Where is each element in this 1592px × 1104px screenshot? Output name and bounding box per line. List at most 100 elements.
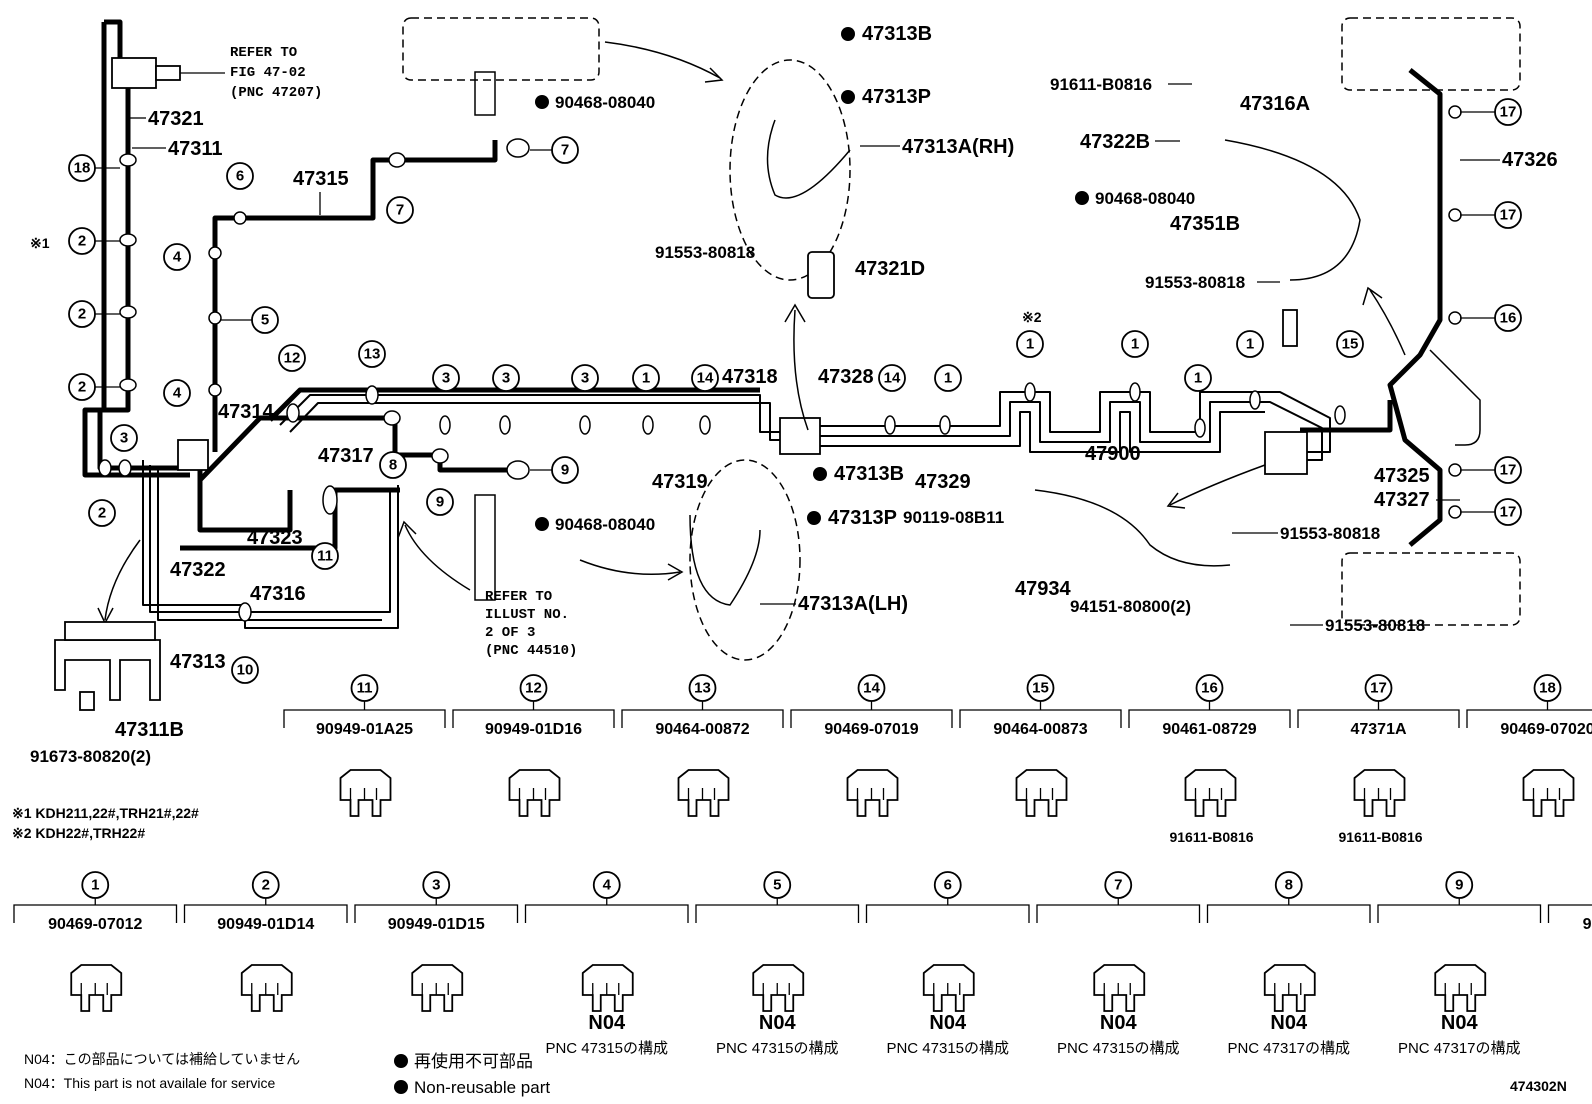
clip-number: 18 xyxy=(1539,680,1556,697)
clip-pnc: PNC 47315の構成 xyxy=(1057,1040,1180,1057)
svg-text:2: 2 xyxy=(78,379,86,396)
label-91611-top: 91611-B0816 xyxy=(1050,75,1152,94)
label-91553-b: 91553-80818 xyxy=(1280,524,1380,543)
clip-n04: N04 xyxy=(929,1012,967,1034)
svg-text:ILLUST NO.: ILLUST NO. xyxy=(485,607,569,623)
svg-text:7: 7 xyxy=(396,202,404,219)
front-hint-box xyxy=(403,18,599,80)
svg-text:6: 6 xyxy=(236,168,244,185)
front-bracket-top xyxy=(475,72,495,115)
svg-text:7: 7 xyxy=(561,142,569,159)
legend-dot-en-text: Non-reusable part xyxy=(414,1078,550,1097)
clip-part-number: 90949-01D16 xyxy=(485,721,582,738)
svg-text:3: 3 xyxy=(120,430,128,447)
label-47319: 47319 xyxy=(652,471,708,493)
svg-text:17: 17 xyxy=(1500,207,1517,224)
clip-part-number: 90480-01621 xyxy=(1583,916,1592,933)
label-47313: 47313 xyxy=(170,651,226,673)
svg-text:REFER TO: REFER TO xyxy=(230,45,297,61)
rear-hint-box-top xyxy=(1342,18,1520,90)
svg-text:17: 17 xyxy=(1500,104,1517,121)
master-cylinder-fitting xyxy=(112,58,225,88)
label-47313A-LH: 47313A(LH) xyxy=(798,593,908,615)
label-90468-bot: 90468-08040 xyxy=(555,515,655,534)
label-47311: 47311 xyxy=(168,138,223,160)
label-47313A-RH: 47313A(RH) xyxy=(902,136,1014,158)
label-47318: 47318 xyxy=(722,366,778,388)
model-notes: ※1 KDH211,22#,TRH21#,22# ※2 KDH22#,TRH22… xyxy=(12,805,199,841)
svg-text:17: 17 xyxy=(1500,462,1517,479)
label-47323: 47323 xyxy=(247,527,303,549)
label-91553-d: 91553-80818 xyxy=(1145,273,1245,292)
sensor-block xyxy=(1265,432,1307,474)
svg-text:REFER TO: REFER TO xyxy=(485,589,552,605)
svg-text:15: 15 xyxy=(1342,336,1359,353)
legend-dot-jp-text: 再使用不可部品 xyxy=(414,1051,533,1071)
label-47321D: 47321D xyxy=(855,258,925,280)
clip-n04: N04 xyxy=(1270,1012,1308,1034)
clip-part-number: 90464-00872 xyxy=(655,721,749,738)
svg-text:1: 1 xyxy=(944,370,952,387)
clip-number: 7 xyxy=(1114,877,1122,894)
clip-n04: N04 xyxy=(1441,1012,1479,1034)
label-47328: 47328 xyxy=(818,366,874,388)
clip-part-number: 90949-01D15 xyxy=(388,916,485,933)
clip-part-number: 90949-01D14 xyxy=(217,916,314,933)
hose-47313A-RH xyxy=(768,120,851,198)
clip-number: 5 xyxy=(773,877,781,894)
label-94151: 94151-80800(2) xyxy=(1070,597,1191,616)
svg-text:13: 13 xyxy=(364,346,381,363)
svg-text:12: 12 xyxy=(284,350,301,367)
nonreusable-dot xyxy=(813,467,827,481)
svg-text:18: 18 xyxy=(74,160,91,177)
svg-text:1: 1 xyxy=(642,370,650,387)
label-47327: 47327 xyxy=(1374,489,1430,511)
clip-number: 15 xyxy=(1032,680,1049,697)
sensor-connector xyxy=(1283,310,1297,346)
junction-block-47328 xyxy=(780,418,820,454)
clip-cell-10: 1090480-01621 xyxy=(1549,872,1592,1011)
svg-text:1: 1 xyxy=(1131,336,1139,353)
clip-table-bottom: 190469-07012290949-01D14390949-01D154N04… xyxy=(14,872,1592,1057)
svg-text:1: 1 xyxy=(1194,370,1202,387)
front-bracket-bottom xyxy=(475,495,495,600)
svg-text:16: 16 xyxy=(1500,310,1517,327)
clip-part-number: 90949-01A25 xyxy=(316,721,413,738)
clip-part-number: 90469-07020 xyxy=(1500,721,1592,738)
svg-text:FIG 47-02: FIG 47-02 xyxy=(230,65,306,81)
svg-text:※2 KDH22#,TRH22#: ※2 KDH22#,TRH22# xyxy=(12,825,145,841)
legend: N04：この部品については補給していません N04：This part is n… xyxy=(24,1051,1567,1097)
label-90468-top: 90468-08040 xyxy=(555,93,655,112)
svg-text:(PNC 44510): (PNC 44510) xyxy=(485,643,577,659)
rear-hint-box-bottom xyxy=(1342,553,1520,625)
svg-text:14: 14 xyxy=(697,370,714,387)
legend-dot-jp xyxy=(394,1054,408,1068)
label-47934: 47934 xyxy=(1015,578,1071,600)
label-91553-a: 91553-80818 xyxy=(655,243,755,262)
svg-text:2 OF 3: 2 OF 3 xyxy=(485,625,535,641)
clip-part-number: 47371A xyxy=(1350,721,1406,738)
svg-text:(PNC 47207): (PNC 47207) xyxy=(230,85,322,101)
label-47326: 47326 xyxy=(1502,149,1558,171)
svg-text:1: 1 xyxy=(1246,336,1254,353)
svg-text:11: 11 xyxy=(317,548,333,565)
svg-text:9: 9 xyxy=(561,462,569,479)
clip-pnc: PNC 47317の構成 xyxy=(1227,1040,1350,1057)
clip-number: 9 xyxy=(1455,877,1463,894)
nonreusable-dot xyxy=(535,95,549,109)
clip-number: 6 xyxy=(944,877,952,894)
label-47311B: 47311B xyxy=(115,719,184,741)
mark-note1: ※1 xyxy=(30,235,50,251)
clip-number: 1 xyxy=(91,877,99,894)
